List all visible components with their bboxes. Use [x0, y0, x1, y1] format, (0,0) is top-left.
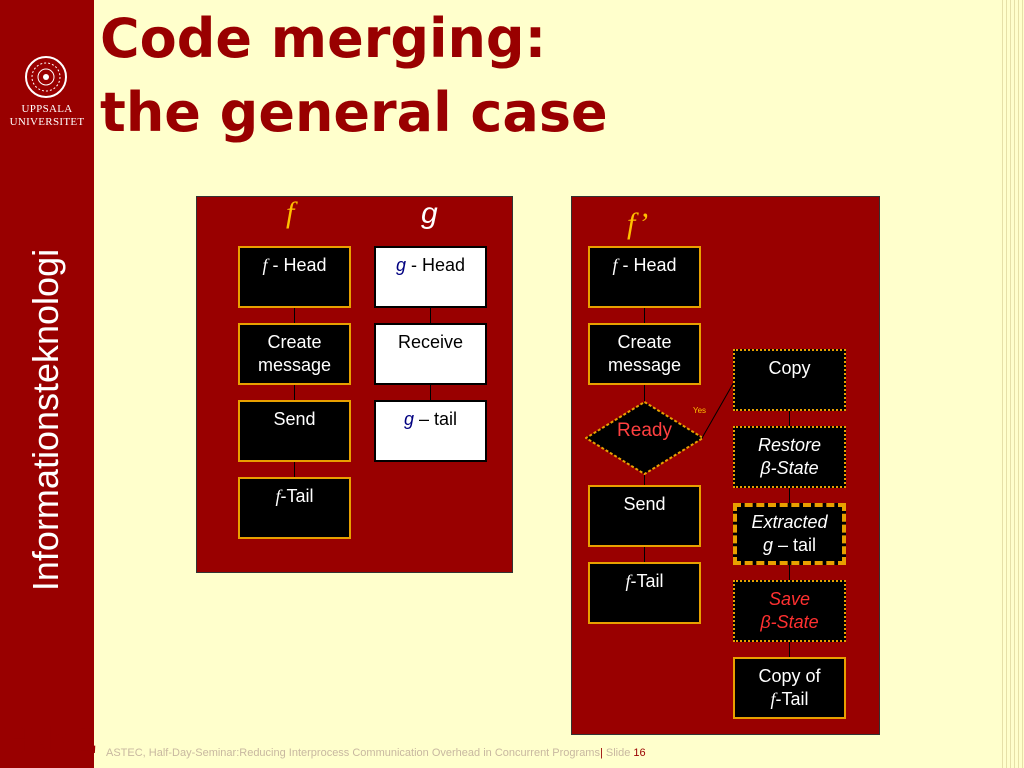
box-label: Send: [273, 409, 316, 429]
fn-g: g: [403, 409, 414, 429]
slide-number: 16: [633, 747, 646, 759]
slide-title-line2: the general case: [100, 81, 608, 144]
footer: ASTEC, Half-Day-Seminar:Reducing Interpr…: [106, 747, 646, 759]
box-label: – tail: [413, 409, 458, 429]
box-restore-state: Restore β-State: [733, 426, 846, 488]
box-label: - Head: [267, 255, 327, 275]
box-label: -Tail: [280, 486, 314, 506]
box-f-head-merged: f - Head: [588, 246, 701, 308]
sidebar-vertical-text: Informationsteknologi: [25, 248, 66, 592]
fn-f: f: [625, 571, 631, 591]
box-send-merged: Send: [588, 485, 701, 547]
connector: [644, 306, 645, 324]
box-copy-of-f-tail: Copy of f-Tail: [733, 657, 846, 719]
slide-title-line1: Code merging:: [100, 7, 547, 70]
decorative-stripes: [1002, 0, 1024, 768]
fn-g: g: [762, 535, 773, 555]
fn-f: f: [770, 689, 776, 709]
box-label: Save: [768, 589, 811, 609]
box-label: Send: [623, 494, 666, 514]
fn-f: f: [262, 255, 268, 275]
ready-label: Ready: [617, 420, 672, 441]
box-label: Create: [267, 332, 322, 352]
university-name: UPPSALA UNIVERSITET: [0, 103, 94, 129]
box-send: Send: [238, 400, 351, 462]
box-label: message: [607, 355, 682, 375]
university-seal-icon: [25, 56, 67, 98]
connector: [644, 475, 645, 486]
box-label: Receive: [397, 332, 464, 352]
box-copy: Copy: [733, 349, 846, 411]
yes-connector: [701, 381, 735, 439]
box-f-head: f - Head: [238, 246, 351, 308]
university-name-line1: UPPSALA: [21, 103, 73, 115]
hibe-logo: H!bE: [4, 717, 98, 762]
box-label: - Head: [617, 255, 677, 275]
label-f-prime: f’: [627, 207, 649, 240]
box-label: β-State: [760, 458, 819, 478]
box-label: Copy: [768, 358, 811, 378]
connector: [789, 563, 790, 580]
connector: [789, 409, 790, 426]
connector: [789, 640, 790, 657]
box-label: – tail: [772, 535, 817, 555]
box-f-tail-merged: f-Tail: [588, 562, 701, 624]
connector: [644, 383, 645, 401]
connector: [294, 460, 295, 478]
box-label: -Tail: [775, 689, 809, 709]
fn-g: g: [395, 255, 406, 275]
label-g: g: [421, 197, 438, 230]
box-extracted-g-tail: Extracted g – tail: [733, 503, 846, 565]
slide-title: Code merging: the general case: [100, 2, 608, 150]
box-label: - Head: [405, 255, 466, 275]
label-f: f: [286, 196, 295, 229]
footer-separator: |: [599, 747, 603, 759]
footer-text: ASTEC, Half-Day-Seminar:Reducing Interpr…: [106, 747, 600, 759]
box-create-message: Create message: [238, 323, 351, 385]
yes-label: Yes: [693, 406, 707, 415]
box-save-state: Save β-State: [733, 580, 846, 642]
box-label: Restore: [757, 435, 822, 455]
connector: [294, 306, 295, 324]
box-label: Extracted: [751, 512, 828, 532]
box-label: message: [257, 355, 332, 375]
box-g-head: g - Head: [374, 246, 487, 308]
box-label: β-State: [760, 612, 819, 632]
connector: [430, 383, 431, 401]
ready-diamond: [585, 401, 704, 475]
box-label: Copy of: [758, 666, 821, 686]
box-label: -Tail: [630, 571, 664, 591]
connector: [789, 486, 790, 503]
box-label: Create: [617, 332, 672, 352]
connector: [294, 383, 295, 401]
connector: [644, 545, 645, 563]
box-f-tail: f-Tail: [238, 477, 351, 539]
sidebar: UPPSALA UNIVERSITET Informationsteknolog…: [0, 0, 94, 768]
fn-f: f: [612, 255, 618, 275]
box-g-tail: g – tail: [374, 400, 487, 462]
footer-slide-label: Slide: [602, 747, 634, 759]
box-create-message-merged: Create message: [588, 323, 701, 385]
box-receive: Receive: [374, 323, 487, 385]
fn-f: f: [275, 486, 281, 506]
connector: [430, 306, 431, 324]
university-name-line2: UNIVERSITET: [9, 116, 85, 128]
